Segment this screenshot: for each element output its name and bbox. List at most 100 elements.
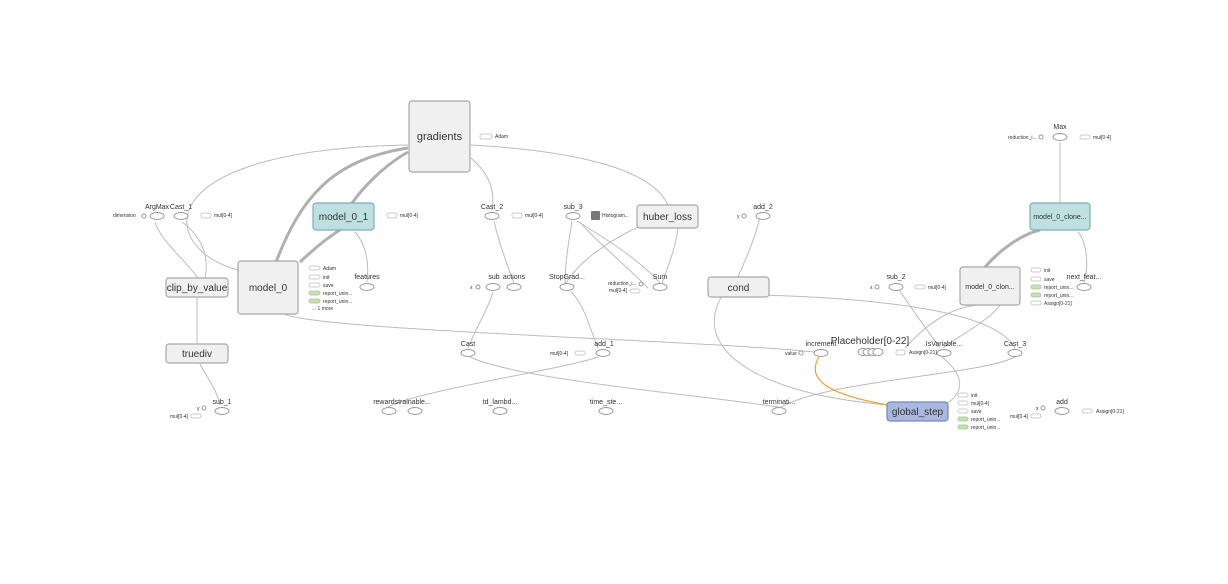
op-time-step[interactable]: time_ste... — [590, 399, 622, 415]
node-model-0-clone-top-label: model_0_clone... — [1033, 214, 1086, 221]
op-add-1[interactable]: add_1 mul[0-4] — [550, 341, 614, 357]
model0-aux-list: Adam init save report_unin... report_uni… — [308, 265, 352, 312]
edge-nextfeat-clonetop — [1077, 231, 1088, 284]
op-sum[interactable]: Sum reduction_i... mul[0-4] — [608, 274, 668, 294]
edge-clon-clonetop — [983, 228, 1041, 268]
op-isvariable[interactable]: IsVariable... — [926, 341, 962, 357]
op-adam-gradients[interactable]: Adam — [479, 133, 508, 140]
op-actions-label: actions — [503, 274, 526, 281]
global-step-aux-init: init — [971, 393, 978, 399]
op-mul-sum-label: mul[0-4] — [609, 288, 628, 294]
op-x-sub-label: x — [470, 285, 473, 291]
node-model-0-clone-top[interactable]: model_0_clone... — [1029, 202, 1091, 231]
op-max-label: Max — [1053, 124, 1067, 131]
op-max[interactable]: Max reduction_i... mul[0-4] — [1008, 124, 1112, 141]
op-mul-argmax-label: mul[0-4] — [214, 213, 233, 219]
op-td-lambda-label: td_lambd... — [483, 399, 518, 406]
node-clip-by-value[interactable]: clip_by_value — [165, 277, 229, 298]
op-stopgrad[interactable]: StopGrad... — [549, 274, 585, 291]
op-mul-argmax[interactable]: mul[0-4] — [200, 212, 233, 219]
op-cast-1-label: Cast_1 — [170, 204, 192, 211]
op-td-lambda[interactable]: td_lambd... — [483, 399, 518, 415]
edge-rewards-add1 — [387, 356, 599, 408]
op-dimension-label: dimension — [113, 213, 136, 219]
edge-isvar-clone — [942, 304, 1001, 349]
edge-sum-sub3b — [579, 221, 649, 289]
op-sub-2[interactable]: sub_2 x mul[0-4] — [870, 274, 947, 291]
node-model-0-1[interactable]: model_0_1 — [312, 202, 375, 231]
op-termination[interactable]: terminati... — [763, 399, 796, 415]
node-global-step[interactable]: global_step — [886, 401, 949, 422]
node-truediv-label: truediv — [182, 349, 212, 360]
edge-sum-sub3 — [576, 220, 661, 284]
op-cast-2[interactable]: Cast_2 mul[0-4] — [481, 204, 544, 220]
op-rewards[interactable]: rewardstrainable... — [373, 399, 431, 415]
node-model-0[interactable]: model_0 — [237, 260, 299, 315]
op-sub-1[interactable]: sub_1 y mul[0-4] — [170, 399, 232, 420]
edge-model0-gradients-thin — [186, 144, 409, 271]
histogram-icon — [591, 211, 600, 220]
op-argmax[interactable]: ArgMax — [145, 204, 170, 220]
edge-model01-gradients — [350, 150, 409, 204]
edge-model0-model01 — [298, 228, 341, 264]
op-add-1-label: add_1 — [594, 341, 614, 348]
assign-placeholder-label: Assign[0-21] — [909, 350, 937, 356]
node-clip-by-value-label: clip_by_value — [167, 283, 228, 294]
edge-actions-cast2 — [493, 220, 515, 284]
node-huber-loss[interactable]: huber_loss — [636, 204, 699, 229]
edge-clip-argmax — [154, 221, 199, 279]
op-mul-model01-label: mul[0-4] — [400, 213, 419, 219]
model0-aux-save: save — [323, 283, 334, 289]
clone-aux-init: init — [1044, 268, 1051, 274]
node-cond[interactable]: cond — [707, 276, 770, 298]
op-sub-1-label: sub_1 — [212, 399, 231, 406]
op-x-add-label: x — [1036, 406, 1039, 412]
clone-aux-report2: report_unin... — [1044, 293, 1073, 299]
edge-isvar-globalstep — [941, 356, 961, 406]
node-model-0-1-label: model_0_1 — [319, 212, 369, 223]
op-add-2[interactable]: add_2 y — [737, 204, 773, 220]
op-cast-3[interactable]: Cast_3 — [1004, 341, 1026, 357]
op-sub[interactable]: sub x — [470, 274, 501, 291]
clone-aux-assign: Assign[0-21] — [1044, 301, 1072, 307]
op-dimension[interactable]: dimension — [113, 213, 147, 219]
op-reduction-max-label: reduction_i... — [1008, 135, 1037, 141]
clone-aux-save: save — [1044, 277, 1055, 283]
op-stopgrad-label: StopGrad... — [549, 274, 585, 281]
op-features[interactable]: features — [354, 274, 380, 291]
edge-stopgrad-huber — [565, 225, 641, 284]
op-mul-cast2-label: mul[0-4] — [525, 213, 544, 219]
op-actions[interactable]: actions — [503, 274, 526, 291]
node-gradients[interactable]: gradients — [408, 100, 471, 173]
edge-clip-cast1 — [181, 221, 207, 279]
model0-aux-report2: report_unin... — [323, 299, 352, 305]
op-rewards-label: rewardstrainable... — [373, 399, 431, 406]
node-model-0-label: model_0 — [249, 283, 288, 294]
op-histogram[interactable]: Histogram... — [591, 211, 629, 220]
op-mul-model01[interactable]: mul[0-4] — [386, 212, 419, 219]
op-sub-3[interactable]: sub_3 — [563, 204, 583, 220]
op-increment[interactable]: increment value — [785, 341, 836, 357]
node-huber-loss-label: huber_loss — [643, 212, 692, 223]
op-add[interactable]: add x mul[0-4] Assign[0-21] — [1010, 399, 1124, 420]
op-mul-max-label: mul[0-4] — [1093, 135, 1112, 141]
model0-aux-report1: report_unin... — [323, 291, 352, 297]
op-next-feat-label: next_feat... — [1067, 274, 1102, 281]
node-model-0-clon[interactable]: model_0_clon... — [959, 266, 1021, 306]
op-cast-1[interactable]: Cast_1 — [170, 204, 192, 220]
op-next-feat[interactable]: next_feat... — [1067, 274, 1102, 291]
edge-cond-globalstep — [713, 295, 891, 406]
global-step-aux-mul: mul[0-4] — [971, 401, 990, 407]
op-cast-label: Cast — [461, 341, 475, 348]
op-add-2-label: add_2 — [753, 204, 773, 211]
op-mul-sub1-label: mul[0-4] — [170, 414, 189, 420]
clone-aux-list: init save report_unin... report_unin... … — [1030, 267, 1073, 307]
op-sum-label: Sum — [653, 274, 668, 281]
node-truediv[interactable]: truediv — [165, 343, 229, 364]
global-step-aux-list: init mul[0-4] save report_unin... report… — [957, 392, 1000, 431]
op-y-add2-label: y — [737, 214, 740, 220]
node-placeholder[interactable]: Placeholder[0-22] Assign[0-21] — [831, 336, 938, 356]
op-cast[interactable]: Cast — [460, 341, 476, 357]
op-time-step-label: time_ste... — [590, 399, 622, 406]
